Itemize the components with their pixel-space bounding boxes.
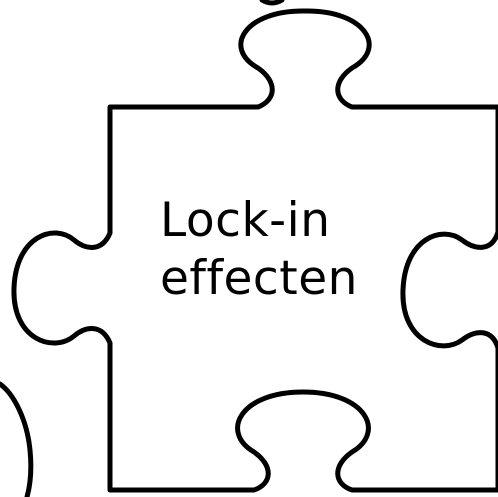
neighbor-piece-bottom-left	[0, 384, 31, 497]
piece-label-line-1: Lock-in	[160, 192, 358, 250]
piece-label: Lock-in effecten	[160, 192, 358, 308]
piece-label-line-2: effecten	[160, 250, 358, 308]
neighbor-piece-top-edge	[262, 0, 282, 3]
